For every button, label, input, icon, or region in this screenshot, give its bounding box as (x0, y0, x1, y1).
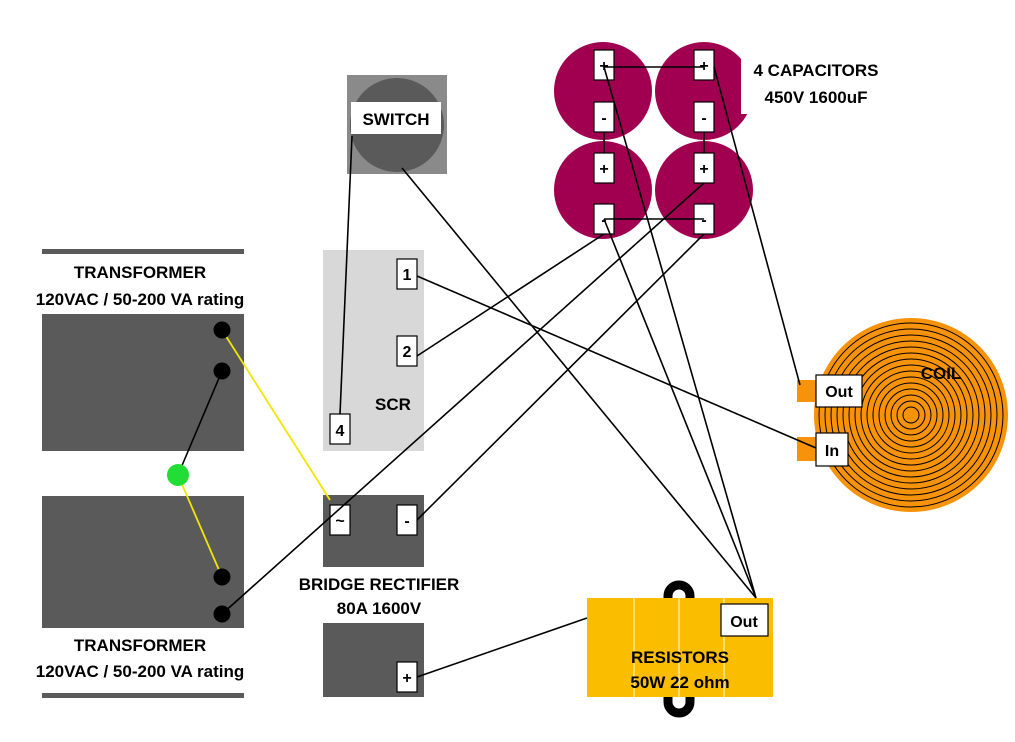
wire-cap-plus-to-coil-out (713, 66, 801, 386)
coil-ring (836, 340, 986, 490)
coil-ring (872, 376, 950, 454)
wire-scr2-to-cap-minus (416, 233, 605, 357)
coil-ring (824, 328, 998, 502)
yellow-wires (177, 329, 331, 578)
coil-in-terminal[interactable] (815, 432, 849, 467)
switch-label: SWITCH (362, 110, 429, 129)
wire-scr1-to-coil-in (416, 275, 817, 449)
transformer-top-rating: 120VAC / 50-200 VA rating (36, 290, 245, 309)
coil-ring (818, 322, 1004, 508)
coil-ring (878, 382, 944, 448)
wire-switch-to-scr-gate (339, 135, 353, 415)
coil-out-label: Out (825, 384, 853, 401)
resistors-title: RESISTORS (631, 648, 729, 667)
coil-ring (830, 334, 992, 496)
coil-ring (890, 394, 932, 436)
coil (814, 318, 1008, 512)
wire-yellow-transformer-to-rectifier (221, 329, 331, 501)
junction-node (167, 464, 189, 486)
scr-pin-4-label: 4 (336, 423, 345, 440)
transformer-bottom-terminal-1[interactable] (213, 568, 231, 586)
coil-label: COIL (921, 364, 962, 383)
coil-ring (854, 358, 968, 472)
transformer-bottom-terminal-2[interactable] (213, 605, 231, 623)
coil-out-terminal[interactable] (815, 374, 863, 408)
scr-pin-1-label: 1 (403, 267, 412, 284)
rectifier-minus-label: - (404, 513, 409, 530)
transformer-top-terminal-2[interactable] (213, 362, 231, 380)
rectifier-ac-label: ~ (335, 513, 344, 530)
wire-cap4-minus-to-rectifier (416, 233, 705, 521)
transformer-bottom-bar (42, 693, 244, 698)
capacitor-4 (655, 141, 753, 239)
cap1-minus-label: - (601, 110, 606, 127)
scr-pin-1[interactable] (396, 258, 418, 290)
coil-out-tab (797, 380, 819, 402)
transformer-top (42, 314, 244, 451)
rectifier-title: BRIDGE RECTIFIER (299, 575, 460, 594)
wire-rectifier-plus-to-resistor (416, 617, 588, 678)
wires (177, 66, 817, 678)
capacitors-label-box (741, 54, 901, 114)
wire-cap4-plus-to-transformer (221, 182, 705, 615)
wire-transformer-top-to-junction (177, 370, 223, 476)
transformer-bottom-rating: 120VAC / 50-200 VA rating (36, 662, 245, 681)
coil-in-label: In (825, 443, 839, 460)
resistors-rating: 50W 22 ohm (630, 673, 729, 692)
cap2-minus-label: - (701, 110, 706, 127)
wire-yellow-junction-to-transformer (177, 474, 223, 578)
resistor-loop-top (663, 580, 695, 600)
cap2-plus-terminal[interactable] (693, 49, 715, 81)
coil-ring (896, 400, 926, 430)
resistor-out-label: Out (730, 614, 758, 631)
wire-cap3-to-resistor (603, 218, 757, 599)
switch-label-box (351, 102, 441, 134)
capacitors-rating: 450V 1600uF (764, 88, 867, 107)
transformer-bottom (42, 496, 244, 628)
coil-ring (848, 352, 974, 478)
coil-ring (884, 388, 938, 442)
cap4-plus-label: + (699, 161, 708, 178)
coil-ring (902, 406, 920, 424)
cap3-plus-label: + (599, 161, 608, 178)
transformer-bottom-title: TRANSFORMER (74, 636, 206, 655)
transformer-top-bar (42, 249, 244, 254)
scr-label: SCR (375, 395, 411, 414)
resistor-out-terminal[interactable] (720, 603, 769, 637)
resistor-loop-bottom (663, 695, 695, 718)
wire-switch-to-resistor (401, 167, 757, 599)
rectifier-plus-label: + (402, 670, 411, 687)
rectifier-rating: 80A 1600V (337, 599, 422, 618)
capacitors-title: 4 CAPACITORS (753, 61, 878, 80)
transformer-top-terminal-1[interactable] (213, 321, 231, 339)
cap1-plus-terminal[interactable] (593, 49, 615, 81)
coil-ring (842, 346, 980, 484)
coil-ring (860, 364, 962, 466)
scr-pin-2[interactable] (396, 335, 418, 367)
transformer-top-title: TRANSFORMER (74, 263, 206, 282)
capacitor-3 (554, 141, 652, 239)
scr-pin-2-label: 2 (403, 344, 412, 361)
wire-cap1-plus-to-resistor (603, 66, 757, 599)
coil-ring (866, 370, 956, 460)
cap4-minus-label: - (701, 212, 706, 229)
